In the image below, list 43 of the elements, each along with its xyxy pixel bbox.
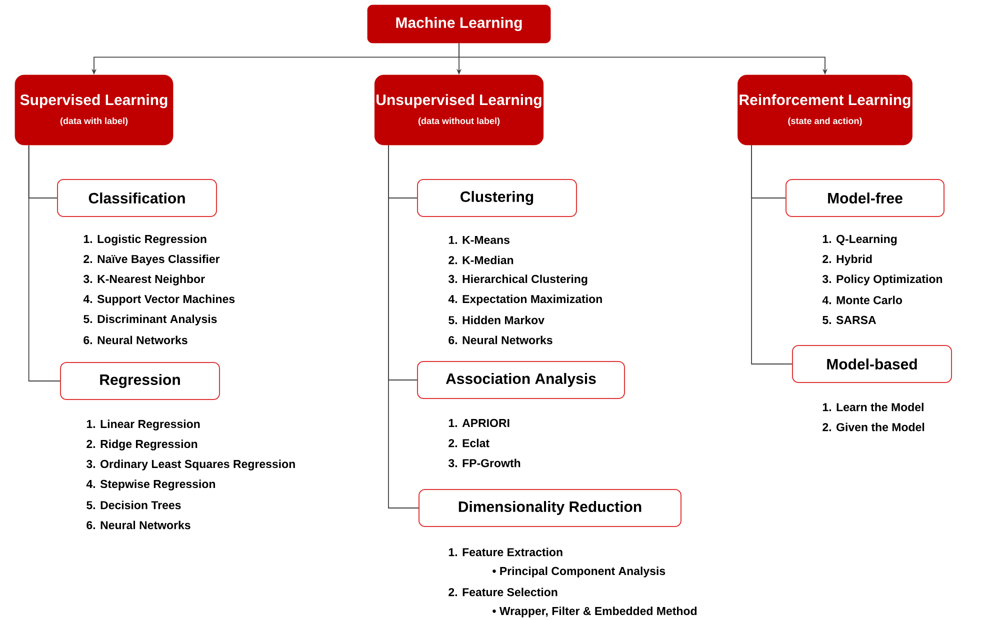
list-item: 5. SARSA (822, 316, 876, 324)
list-item: 3. Hierarchical Clustering (448, 274, 588, 286)
list-item: 6. Neural Networks (448, 336, 552, 344)
list-item: 3. Policy Optimization (822, 274, 942, 286)
list-item: 2. Feature Selection (448, 588, 558, 596)
list-item: 5. Hidden Markov (448, 316, 544, 324)
list-item: 2. Ridge Regression (86, 440, 198, 450)
subcategory-box: Model-based (792, 345, 952, 383)
list-item: 4. Expectation Maximization (448, 294, 602, 306)
list-item: 2. Eclat (448, 438, 490, 448)
list-item: • Wrapper, Filter & Embedded Method (492, 606, 697, 618)
list-item: 3. Ordinary Least Squares Regression (86, 460, 295, 470)
subcategory-box: Classification (57, 179, 217, 217)
list-item: 1. APRIORI (448, 418, 510, 428)
list-item: 4. Monte Carlo (822, 296, 902, 304)
list-item: 4. Stepwise Regression (86, 480, 215, 490)
list-item: • Principal Component Analysis (492, 566, 666, 578)
list-item: 1. Logistic Regression (84, 234, 206, 246)
subcategory-box: Dimensionality Reduction (418, 489, 682, 527)
list-item: 1. K-Means (448, 236, 510, 244)
subcategory-box: Association Analysis (417, 361, 625, 399)
list-item: 1. Q-Learning (822, 234, 897, 246)
list-item: 4. Support Vector Machines (83, 294, 235, 306)
list-item: 5. Decision Trees (86, 500, 181, 510)
list-item: 1. Feature Extraction (448, 548, 562, 556)
list-item: 1. Linear Regression (86, 420, 200, 430)
list-item: 3. FP-Growth (448, 458, 520, 468)
category-box: Reinforcement Learning (state and action) (738, 74, 912, 146)
category-box: Unsupervised Learning (data without label) (374, 74, 544, 146)
list-item: 2. Naïve Bayes Classifier (84, 254, 220, 266)
list-item: 1. Learn the Model (822, 402, 924, 412)
list-item: 2. Given the Model (822, 422, 924, 432)
list-item: 6. Neural Networks (86, 520, 190, 530)
subcategory-box: Regression (60, 362, 220, 400)
subcategory-box: Clustering (417, 179, 577, 217)
list-item: 3. K-Nearest Neighbor (83, 274, 205, 286)
list-item: 5. Discriminant Analysis (84, 314, 217, 326)
title-box: Machine Learning (367, 4, 551, 44)
list-item: 2. K-Median (448, 256, 514, 264)
category-box: Supervised Learning (data with label) (14, 74, 174, 146)
subcategory-box: Model-free (786, 179, 944, 217)
list-item: 2. Hybrid (822, 254, 872, 266)
list-item: 6. Neural Networks (84, 336, 188, 344)
